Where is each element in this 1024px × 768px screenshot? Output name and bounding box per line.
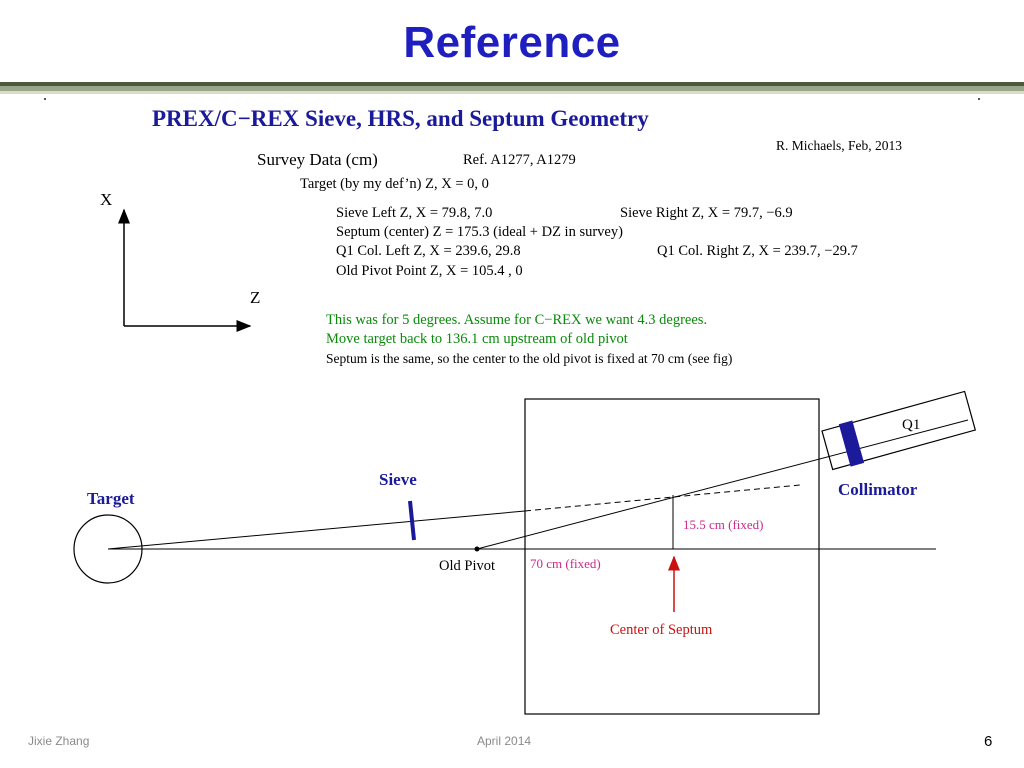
ray-pivot-to-q1 bbox=[476, 419, 969, 550]
page-number: 6 bbox=[984, 733, 993, 750]
sieve-label: Sieve bbox=[379, 470, 417, 489]
x-axis-label: X bbox=[100, 190, 113, 209]
collimator-label: Collimator bbox=[838, 480, 918, 499]
old-pivot-point bbox=[474, 546, 480, 552]
collimator-block bbox=[838, 420, 865, 467]
target-coordinates: Target (by my def’n) Z, X = 0, 0 bbox=[300, 176, 489, 192]
z-axis-label: Z bbox=[250, 288, 261, 307]
axis-indicator bbox=[118, 208, 252, 332]
target-circle bbox=[73, 514, 143, 584]
figure-credit: R. Michaels, Feb, 2013 bbox=[776, 138, 902, 153]
note-septum-fixed: Septum is the same, so the center to the… bbox=[326, 351, 733, 366]
ray-target-to-septum bbox=[107, 510, 526, 550]
survey-reference: Ref. A1277, A1279 bbox=[463, 152, 576, 168]
q1-box bbox=[821, 390, 977, 471]
pivot-distance-label: 70 cm (fixed) bbox=[530, 556, 601, 571]
ray-dashed-extension bbox=[524, 484, 801, 512]
q1-assembly bbox=[821, 390, 977, 471]
figure-title: PREX/C−REX Sieve, HRS, and Septum Geomet… bbox=[152, 106, 649, 131]
title-divider bbox=[0, 82, 1024, 86]
sieve-plate bbox=[408, 500, 416, 541]
note-target-move: Move target back to 136.1 cm upstream of… bbox=[326, 331, 628, 347]
septum-offset-label: 15.5 cm (fixed) bbox=[683, 517, 764, 532]
septum-center-label: Center of Septum bbox=[610, 622, 713, 638]
corner-mark-left bbox=[44, 98, 46, 100]
target-label: Target bbox=[87, 489, 135, 508]
q1-label: Q1 bbox=[902, 417, 921, 433]
survey-header: Survey Data (cm) bbox=[257, 150, 378, 169]
footer-author: Jixie Zhang bbox=[28, 734, 90, 748]
survey-row-q1-left: Q1 Col. Left Z, X = 239.6, 29.8 bbox=[336, 243, 521, 259]
old-pivot-label: Old Pivot bbox=[439, 558, 495, 574]
survey-row-sieve-left: Sieve Left Z, X = 79.8, 7.0 bbox=[336, 205, 493, 221]
corner-mark-right bbox=[978, 98, 980, 100]
survey-row-old-pivot: Old Pivot Point Z, X = 105.4 , 0 bbox=[336, 263, 523, 279]
slide-title: Reference bbox=[403, 18, 621, 67]
footer-date: April 2014 bbox=[477, 734, 532, 748]
survey-row-sieve-right: Sieve Right Z, X = 79.7, −6.9 bbox=[620, 205, 793, 221]
survey-row-septum: Septum (center) Z = 175.3 (ideal + DZ in… bbox=[336, 224, 623, 240]
survey-row-q1-right: Q1 Col. Right Z, X = 239.7, −29.7 bbox=[657, 243, 858, 259]
title-divider-fade bbox=[0, 91, 1024, 94]
septum-box bbox=[524, 398, 820, 715]
note-degrees: This was for 5 degrees. Assume for C−REX… bbox=[326, 312, 708, 328]
title-divider-light bbox=[0, 86, 1024, 91]
